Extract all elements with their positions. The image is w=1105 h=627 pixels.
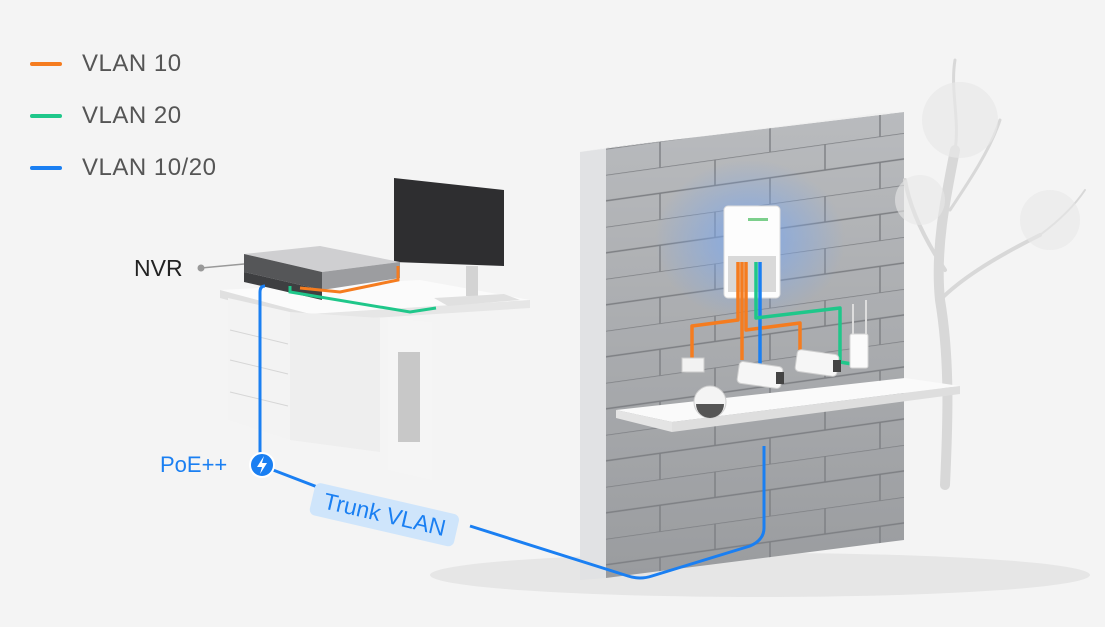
trunk-cable xyxy=(258,284,766,580)
legend-label: VLAN 20 xyxy=(82,102,182,129)
legend-label: VLAN 10/20 xyxy=(82,154,217,181)
vlan20-desk-cable xyxy=(288,286,437,314)
tree xyxy=(895,58,1086,490)
vlan-legend: VLAN 10 VLAN 20 VLAN 10/20 xyxy=(30,38,216,194)
camera-cables xyxy=(690,262,853,368)
monitor xyxy=(394,178,520,306)
vlan10-desk-cable xyxy=(299,266,400,294)
nvr-pointer-line xyxy=(200,263,245,269)
legend-item-vlan20: VLAN 20 xyxy=(30,90,216,142)
vlan20-swatch-icon xyxy=(30,114,62,118)
cameras xyxy=(681,300,869,419)
pc-tower xyxy=(398,352,420,442)
wall-switch xyxy=(723,205,781,299)
legend-item-vlan10: VLAN 10 xyxy=(30,38,216,90)
poe-label: PoE++ xyxy=(160,452,228,477)
legend-label: VLAN 10 xyxy=(82,50,182,77)
nvr-label: NVR xyxy=(134,255,183,281)
lightning-bolt-icon xyxy=(257,456,267,474)
poe-badge xyxy=(249,452,275,478)
vlan10-swatch-icon xyxy=(30,62,62,66)
vlan10-20-swatch-icon xyxy=(30,166,62,170)
floor-shadow xyxy=(430,553,1090,597)
brick-wall xyxy=(580,112,904,580)
access-point xyxy=(849,333,869,369)
legend-item-vlan10-20: VLAN 10/20 xyxy=(30,142,216,194)
desk xyxy=(220,280,530,480)
